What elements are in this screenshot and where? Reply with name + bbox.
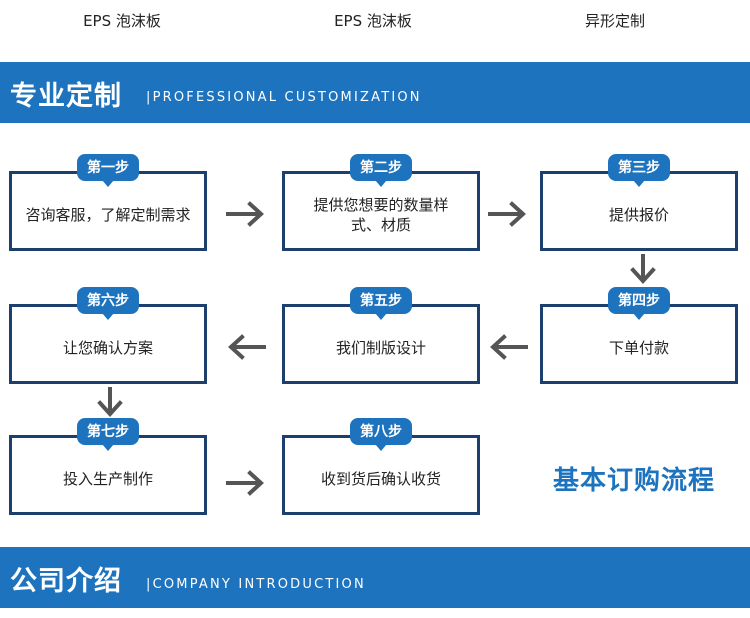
step-box-1: 第一步 咨询客服，了解定制需求 [9, 154, 207, 251]
arrow-down-icon [630, 254, 656, 284]
arrow-right-icon [488, 201, 528, 227]
top-label-custom-shape: 异形定制 [584, 12, 645, 30]
step-badge: 第二步 [350, 154, 412, 181]
step-text: 提供报价 [608, 206, 669, 224]
step-text: 投入生产制作 [62, 470, 153, 488]
step-badge: 第六步 [77, 287, 139, 314]
section-title: 公司介绍 [10, 566, 122, 597]
step-box-5: 第五步 我们制版设计 [282, 287, 480, 384]
section-banner-company: 公司介绍 |COMPANY INTRODUCTION [0, 547, 750, 608]
step-badge: 第八步 [350, 418, 412, 445]
section-subtitle: |COMPANY INTRODUCTION [146, 577, 366, 592]
step-badge: 第七步 [77, 418, 139, 445]
section-subtitle: |PROFESSIONAL CUSTOMIZATION [146, 90, 422, 105]
step-box-6: 第六步 让您确认方案 [9, 287, 207, 384]
step-text: 我们制版设计 [335, 339, 426, 357]
step-badge: 第四步 [608, 287, 670, 314]
arrow-right-icon [226, 201, 266, 227]
step-badge: 第一步 [77, 154, 139, 181]
arrow-left-icon [226, 334, 266, 360]
arrow-left-icon [488, 334, 528, 360]
section-banner-customization: 专业定制 |PROFESSIONAL CUSTOMIZATION [0, 62, 750, 123]
step-box-3: 第三步 提供报价 [540, 154, 738, 251]
step-badge: 第三步 [608, 154, 670, 181]
step-box-8: 第八步 收到货后确认收货 [282, 418, 480, 515]
step-box-7: 第七步 投入生产制作 [9, 418, 207, 515]
step-box-4: 第四步 下单付款 [540, 287, 738, 384]
arrow-down-icon [97, 387, 123, 417]
arrow-right-icon [226, 470, 266, 496]
step-box-2: 第二步 提供您想要的数量样式、材质 [282, 154, 480, 251]
top-label-eps-2: EPS 泡沫板 [334, 12, 412, 30]
top-label-eps-1: EPS 泡沫板 [83, 12, 161, 30]
step-text: 提供您想要的数量样式、材质 [313, 196, 449, 234]
step-text: 收到货后确认收货 [320, 470, 441, 488]
step-badge: 第五步 [350, 287, 412, 314]
flow-title: 基本订购流程 [553, 466, 716, 496]
section-title: 专业定制 [10, 81, 122, 112]
step-text: 让您确认方案 [62, 339, 153, 357]
step-text: 咨询客服，了解定制需求 [25, 206, 191, 224]
step-text: 下单付款 [608, 339, 669, 357]
